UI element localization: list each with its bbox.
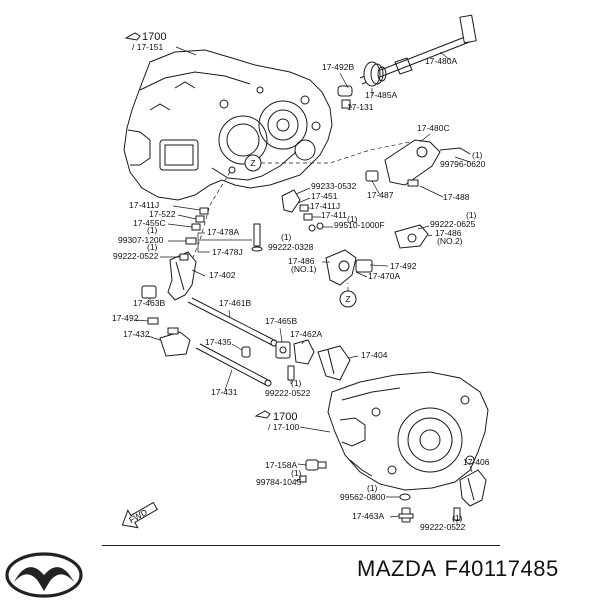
bracket-463b (141, 285, 157, 299)
part-label-l455c: 17-455C (133, 218, 166, 228)
part-label-l99222a: 99222-0625 (430, 219, 476, 229)
block-465b (275, 341, 291, 359)
nut-487 (365, 170, 379, 182)
part-label-l99222e: 99222-0522 (420, 522, 466, 532)
part-label-l1700a: 1700 (142, 31, 166, 43)
part-label-l99562: 99562-0800 (340, 492, 386, 502)
part-label-l99784n: (1) (291, 468, 302, 478)
part-label-l99222c_n: (1) (147, 242, 158, 252)
part-label-l478a: 17-478A (207, 227, 239, 237)
part-label-l451: 17-451 (311, 191, 338, 201)
part-label-l99784: 99784-1045 (256, 477, 302, 487)
ball-99510 (308, 222, 324, 232)
part-label-l480a: 17-480A (425, 56, 457, 66)
brand-caption: MAZDA F40117485 (357, 556, 567, 582)
part-label-l99222d: 99222-0522 (265, 388, 311, 398)
mazda-logo-icon (5, 552, 83, 598)
part-label-l99510n: (1) (347, 214, 358, 224)
part-label-l158a: 17-158A (265, 460, 297, 470)
lever-486-no2 (394, 224, 429, 249)
shift-fork-406 (459, 469, 487, 507)
part-label-l99222e_n: (1) (452, 513, 463, 523)
part-label-l411j1: 17-411J (129, 200, 159, 210)
part-label-l486b: 17-486 (435, 228, 462, 238)
part-label-l480c: 17-480C (417, 123, 450, 133)
part-label-l99222a_n: (1) (466, 210, 477, 220)
footer-divider (102, 545, 500, 546)
part-label-l431: 17-431 (211, 387, 238, 397)
part-label-l402: 17-402 (209, 270, 236, 280)
plug-463a (398, 507, 414, 523)
part-label-l487: 17-487 (367, 190, 394, 200)
part-label-l461b: 17-461B (219, 298, 251, 308)
bushing-492b (337, 85, 353, 97)
part-label-l492c: 17-492 (112, 313, 139, 323)
part-label-l486a: 17-486 (288, 256, 315, 266)
part-label-l492a: 17-492 (390, 261, 417, 271)
part-label-l404: 17-404 (361, 350, 388, 360)
part-label-l435: 17-435 (205, 337, 232, 347)
part-label-l465b: 17-465B (265, 316, 297, 326)
part-label-l478j: 17-478J (212, 247, 243, 257)
z-marker-lower-label: Z (345, 294, 350, 304)
upper-transmission-case (123, 49, 333, 201)
shift-rod-431 (195, 343, 272, 387)
part-label-l470a: 17-470A (368, 271, 400, 281)
part-label-l99222b_n: (1) (281, 232, 292, 242)
washer-99562 (399, 493, 411, 501)
part-label-l99233: 99233-0532 (311, 181, 357, 191)
part-label-l99562n: (1) (367, 483, 378, 493)
part-label-l17100: / 17-100 (268, 422, 299, 432)
seal-485a (363, 61, 387, 87)
part-label-l99307: 99307-1200 (118, 235, 164, 245)
ref-arrow-icon (124, 32, 141, 41)
brand-name: MAZDA (357, 556, 437, 581)
part-label-l99222b: 99222-0328 (268, 242, 314, 252)
shift-fork-404 (317, 345, 351, 381)
lever-462a (293, 339, 315, 365)
part-label-l462a: 17-462A (290, 329, 322, 339)
lever-486-no1 (325, 249, 357, 286)
fork-432 (159, 327, 191, 357)
pin-478a (251, 223, 263, 252)
interlock-451 (281, 189, 301, 213)
part-label-l99222c: 99222-0522 (113, 251, 159, 261)
part-label-l131: 17-131 (347, 102, 374, 112)
part-label-l99796n: (1) (472, 150, 483, 160)
shift-fork-402 (167, 251, 197, 301)
case-leader (175, 46, 197, 56)
lower-transmission-case (327, 371, 489, 491)
part-label-l486bno: (NO.2) (437, 236, 463, 246)
part-label-l17151: / 17-151 (132, 42, 163, 52)
part-label-l463a: 17-463A (352, 511, 384, 521)
part-label-l99222d_n: (1) (291, 378, 302, 388)
part-label-layer: 1700/ 17-15117-492B17-480A17-485A17-1311… (112, 31, 490, 532)
part-label-l488: 17-488 (443, 192, 470, 202)
part-label-l411j2: 17-411J (310, 201, 340, 211)
shift-lever-480c (384, 139, 471, 187)
bolt-435 (241, 346, 251, 358)
part-label-l99796: 99796-0620 (440, 159, 486, 169)
z-marker-upper-label: Z (250, 158, 255, 168)
part-label-l432: 17-432 (123, 329, 150, 339)
part-label-l406: 17-406 (463, 457, 490, 467)
part-label-l485a: 17-485A (365, 90, 397, 100)
part-label-l492b: 17-492B (322, 62, 354, 72)
forward-arrow-icon: FWD (121, 501, 159, 529)
part-label-l522: 17-522 (149, 209, 176, 219)
switch-158a (305, 459, 327, 471)
part-number: F40117485 (444, 556, 559, 581)
part-label-l1700b: 1700 (273, 411, 297, 423)
bolt-492 (147, 317, 159, 325)
part-label-l463b: 17-463B (133, 298, 165, 308)
part-label-l99307n: (1) (147, 225, 158, 235)
ref-arrow-icon-2 (254, 410, 271, 419)
part-label-l99510: 99510-1000F (334, 220, 385, 230)
part-label-l486ano: (NO.1) (291, 264, 317, 274)
shaft-470a (355, 259, 373, 273)
part-label-l411: 17-411 (321, 210, 347, 220)
